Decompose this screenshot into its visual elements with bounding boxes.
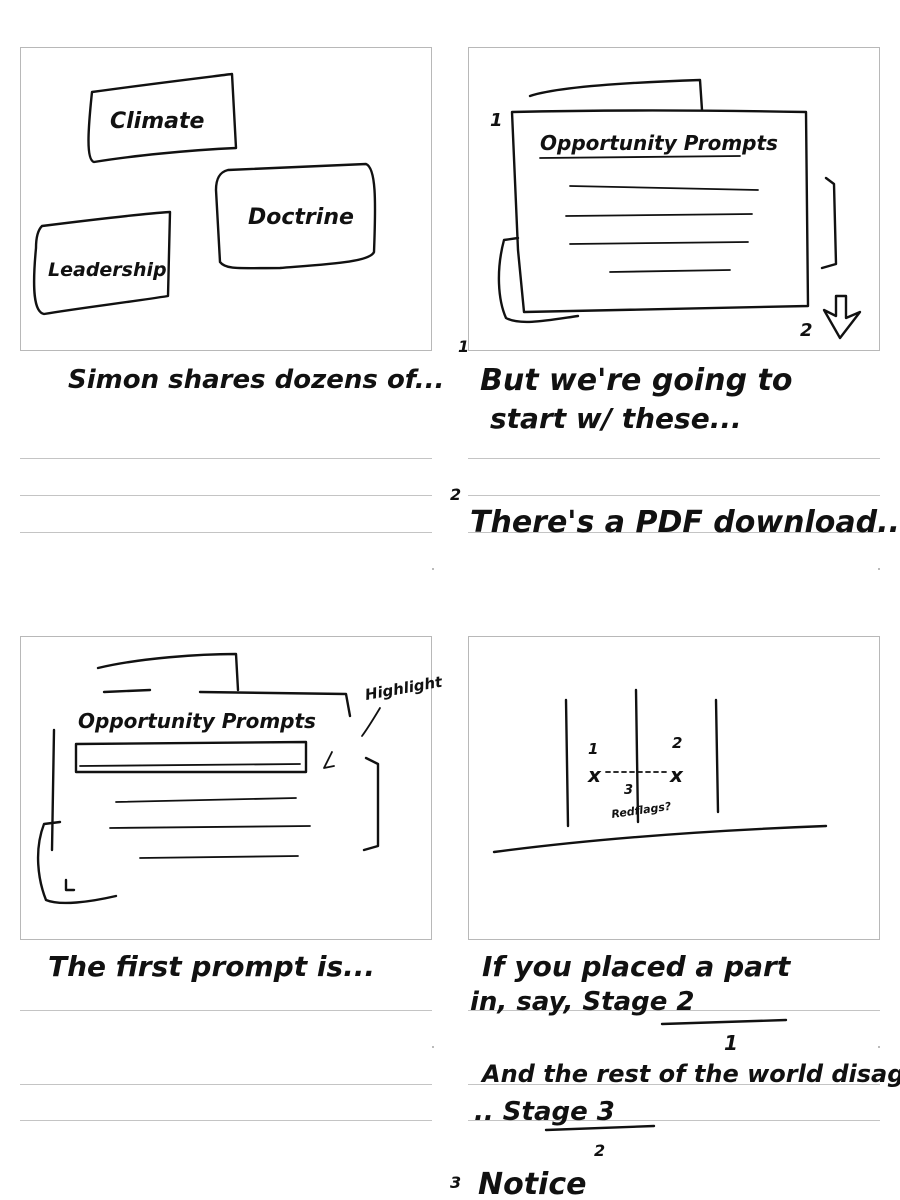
- back-card-top: [528, 78, 704, 112]
- mark-x-2: x: [669, 763, 684, 787]
- caption-marker-2: 2: [450, 485, 461, 504]
- rule-line: [468, 532, 880, 533]
- leadership-card-label: Leadership: [48, 259, 167, 281]
- back-card-top: [96, 652, 240, 692]
- label-3: 3: [624, 783, 633, 798]
- frame-3-caption: The first prompt is...: [48, 950, 375, 983]
- back-card-right: [820, 176, 838, 270]
- leadership-card: [32, 210, 172, 316]
- prompt-line: [115, 797, 297, 803]
- margin-dot: [878, 1046, 880, 1048]
- frame-1-panel: [20, 47, 432, 351]
- prompt-line: [109, 825, 311, 829]
- stage-underline: [544, 1124, 656, 1132]
- rule-line: [468, 1120, 880, 1121]
- label-1: 1: [588, 740, 598, 758]
- frame-2-sketch: Opportunity Prompts 1 2 1 But we're goin…: [450, 78, 900, 540]
- rule-line: [468, 458, 880, 459]
- frame-2-caption-line-1: But we're going to: [480, 363, 792, 398]
- column-line: [564, 698, 570, 828]
- rule-line: [20, 458, 432, 459]
- rule-line: [20, 1010, 432, 1011]
- margin-dot: [878, 568, 880, 570]
- baseline: [492, 824, 828, 854]
- caption-marker-2: 2: [594, 1141, 605, 1160]
- mark-x-1: x: [587, 763, 602, 787]
- back-card-left: [36, 820, 118, 905]
- doctrine-card-label: Doctrine: [248, 205, 354, 230]
- rule-line: [468, 1084, 880, 1085]
- column-line: [634, 688, 640, 824]
- frame-1-caption: Simon shares dozens of...: [68, 365, 444, 395]
- rule-line: [20, 1084, 432, 1085]
- rule-line: [20, 532, 432, 533]
- highlight-stroke: [79, 763, 301, 767]
- climate-card-label: Climate: [110, 109, 205, 134]
- frame-4-caption-line-2: in, say, Stage 2: [470, 987, 695, 1017]
- prompt-line: [569, 241, 749, 245]
- cursor-mark: [323, 751, 335, 769]
- margin-dot: [432, 1046, 434, 1048]
- highlight-annotation: Highlight: [364, 673, 445, 704]
- prompt-line: [569, 185, 759, 191]
- caption-marker-1: 1: [458, 337, 469, 356]
- prompt-line: [609, 269, 731, 273]
- rule-line: [20, 1120, 432, 1121]
- margin-dot: [432, 568, 434, 570]
- annotation-pointer: [361, 707, 381, 737]
- redflags-note: Redflags?: [611, 800, 673, 821]
- prompt-line: [565, 213, 753, 217]
- frame-4-caption-line-5: Notice: [478, 1167, 586, 1200]
- marker-2: 2: [800, 320, 813, 341]
- frame-2-card-title: Opportunity Prompts: [540, 131, 778, 155]
- frame-3-panel: [20, 636, 432, 940]
- highlight-box: [74, 740, 308, 774]
- card-left-edge: [50, 728, 56, 852]
- back-card-right: [362, 756, 380, 852]
- title-underline: [539, 155, 741, 159]
- stage-underline: [660, 1018, 788, 1026]
- prompts-card: [510, 109, 810, 314]
- climate-card: [87, 72, 238, 164]
- doctrine-card: [214, 162, 377, 270]
- caption-marker-3: 3: [450, 1173, 461, 1192]
- rule-line: [20, 495, 432, 496]
- back-card-corner: [64, 878, 76, 892]
- frame-1-sketch: Climate Doctrine Leadership Simon shares…: [32, 72, 444, 395]
- rule-line: [468, 495, 880, 496]
- frame-3-card-title: Opportunity Prompts: [78, 709, 316, 733]
- back-card-top-inner: [102, 688, 352, 718]
- back-card-left: [497, 236, 580, 324]
- frame-4-panel: [468, 636, 880, 940]
- frame-4-caption-line-4: .. Stage 3: [474, 1097, 615, 1127]
- frame-2-panel: [468, 47, 880, 351]
- frame-3-sketch: Opportunity Prompts Highlight The first …: [36, 652, 445, 983]
- download-arrow-icon: [822, 294, 862, 340]
- label-2: 2: [672, 734, 682, 752]
- caption-marker-1: 1: [724, 1031, 738, 1055]
- column-line: [714, 698, 720, 814]
- frame-2-caption-line-2: start w/ these...: [490, 402, 742, 435]
- frame-2-caption-line-3: There's a PDF download...: [470, 505, 900, 540]
- frame-4-caption-line-1: If you placed a part: [482, 950, 792, 983]
- rule-line: [468, 1010, 880, 1011]
- frame-4-sketch: 1 2 x x 3 Redflags? If you placed a part…: [450, 688, 900, 1200]
- marker-1: 1: [490, 110, 503, 131]
- prompt-line: [139, 855, 299, 859]
- frame-4-caption-line-3: And the rest of the world disagrees: [480, 1060, 900, 1088]
